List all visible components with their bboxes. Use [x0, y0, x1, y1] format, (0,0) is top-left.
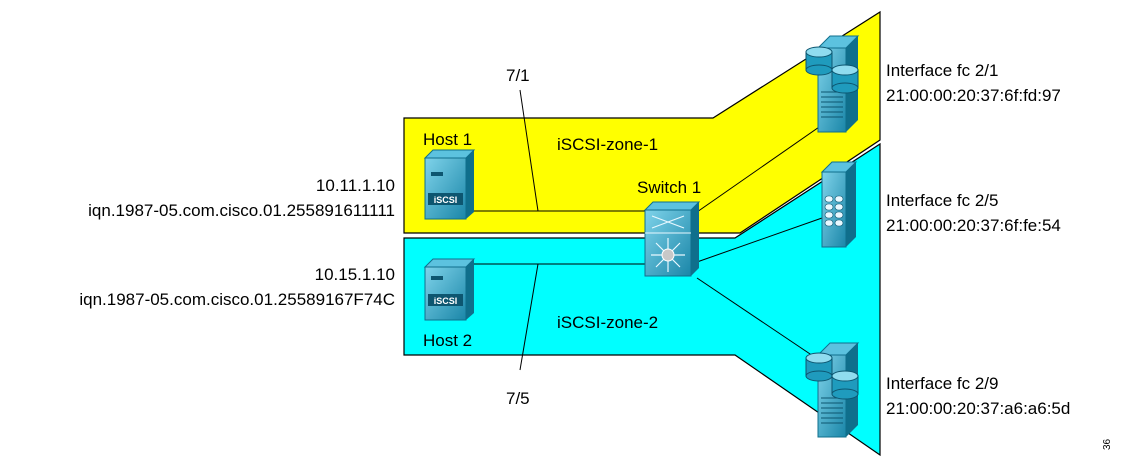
- zone-2-area: [403, 142, 881, 457]
- port-7-1-leader: [519, 89, 539, 212]
- storage-target-2-icon: [820, 161, 858, 248]
- host-2-icon: iSCSI: [423, 258, 476, 321]
- zone-1-label: iSCSI-zone-1: [557, 135, 658, 154]
- switch-label: Switch 1: [637, 178, 701, 197]
- storage-target-3-icon: [805, 342, 860, 438]
- target-3-wwn: 21:00:00:20:37:a6:a6:5d: [886, 399, 1070, 418]
- host-1-badge: iSCSI: [434, 195, 458, 205]
- target-2-interface: Interface fc 2/5: [886, 191, 998, 210]
- port-7-5-leader: [519, 263, 539, 371]
- connection-lines: [470, 89, 823, 371]
- host-1-ip: 10.11.1.10: [316, 176, 395, 195]
- target-2-wwn: 21:00:00:20:37:6f:fe:54: [886, 216, 1061, 235]
- target-3-interface: Interface fc 2/9: [886, 374, 998, 393]
- zone-1-area: [403, 10, 881, 234]
- host-1-icon: iSCSI: [423, 149, 476, 220]
- host-2-iqn: iqn.1987-05.com.cisco.01.25589167F74C: [79, 290, 395, 309]
- host-2-ip: 10.15.1.10: [315, 265, 395, 284]
- target-1-link: [696, 124, 823, 213]
- zone-2-label: iSCSI-zone-2: [557, 313, 658, 332]
- host-1-name: Host 1: [423, 130, 472, 149]
- host-2-badge: iSCSI: [434, 296, 458, 306]
- target-1-wwn: 21:00:00:20:37:6f:fd:97: [886, 86, 1061, 105]
- storage-target-1-icon: [805, 35, 860, 133]
- host-1-iqn: iqn.1987-05.com.cisco.01.255891611111: [88, 201, 395, 220]
- target-1-interface: Interface fc 2/1: [886, 61, 998, 80]
- switch-icon: [643, 201, 701, 277]
- target-2-link: [696, 217, 823, 263]
- port-label-7-5: 7/5: [506, 389, 530, 408]
- target-3-link: [696, 277, 823, 363]
- port-label-7-1: 7/1: [506, 66, 530, 85]
- figure-id: 36: [1102, 438, 1113, 450]
- host-2-name: Host 2: [423, 331, 472, 350]
